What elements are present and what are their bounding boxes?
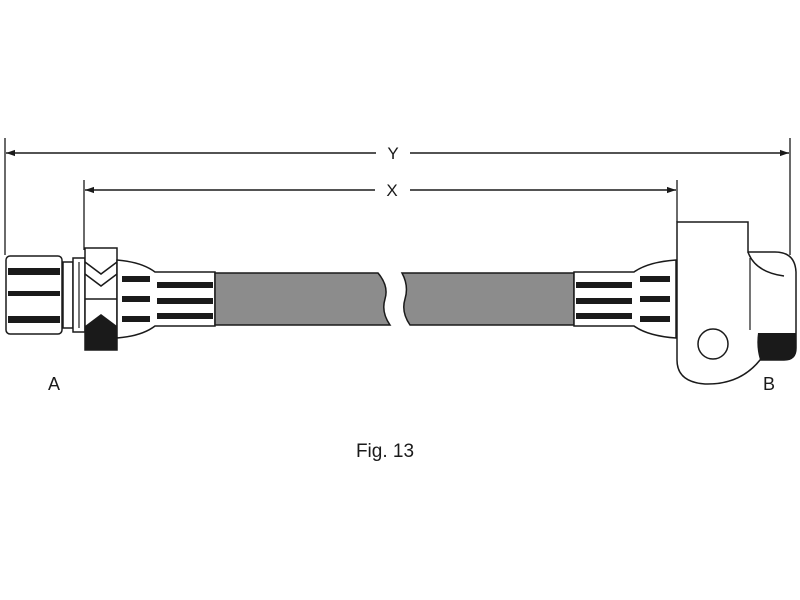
figure-caption: Fig. 13 [356, 441, 414, 462]
overall-length-label: Y [387, 144, 398, 163]
banjo-block-edge [747, 251, 785, 277]
tube-nut-band-2 [8, 291, 60, 296]
extension-lines [4, 138, 791, 255]
hose-length-label: X [386, 181, 397, 200]
hose-segment-left [214, 272, 392, 326]
hose-length-dimension: X [85, 181, 676, 200]
end-a-label: A [48, 374, 60, 394]
left-end-fitting [5, 247, 216, 351]
tube-nut-band-3 [8, 316, 60, 323]
hex-nut-shadow [85, 314, 117, 350]
banjo-block-shadow [757, 333, 796, 360]
hose-segment-right [400, 272, 575, 326]
mounting-hole [697, 328, 729, 360]
end-b-label: B [763, 374, 775, 394]
collar [62, 261, 74, 329]
overall-length-dimension: Y [6, 144, 789, 163]
right-end-fitting [573, 221, 797, 385]
tube-nut-band-1 [8, 268, 60, 275]
hose [214, 272, 575, 326]
